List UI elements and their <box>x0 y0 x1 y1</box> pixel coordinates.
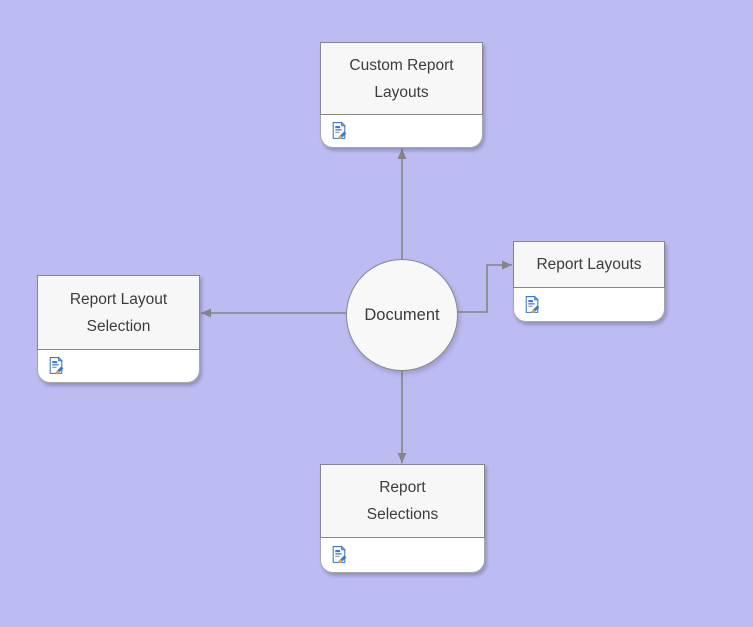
node-report-layouts[interactable]: Report Layouts <box>513 241 665 322</box>
node-footer <box>513 288 665 322</box>
document-edit-icon <box>525 294 540 314</box>
node-label: Report Layouts <box>513 241 665 288</box>
node-label: Report Selections <box>320 464 485 538</box>
node-label: Document <box>364 305 440 324</box>
node-label: Report Layout Selection <box>37 275 200 350</box>
document-edit-icon <box>332 121 347 140</box>
node-footer <box>37 350 200 383</box>
node-document[interactable]: Document <box>346 259 458 371</box>
node-report-layout-selection[interactable]: Report Layout Selection <box>37 275 200 383</box>
document-edit-icon <box>49 356 64 375</box>
document-edit-icon <box>332 545 347 564</box>
connector-center-to-right <box>458 260 512 313</box>
node-footer <box>320 115 483 148</box>
node-label: Custom Report Layouts <box>320 42 483 115</box>
node-footer <box>320 538 485 573</box>
node-custom-report-layouts[interactable]: Custom Report Layouts <box>320 42 483 148</box>
node-report-selections[interactable]: Report Selections <box>320 464 485 573</box>
